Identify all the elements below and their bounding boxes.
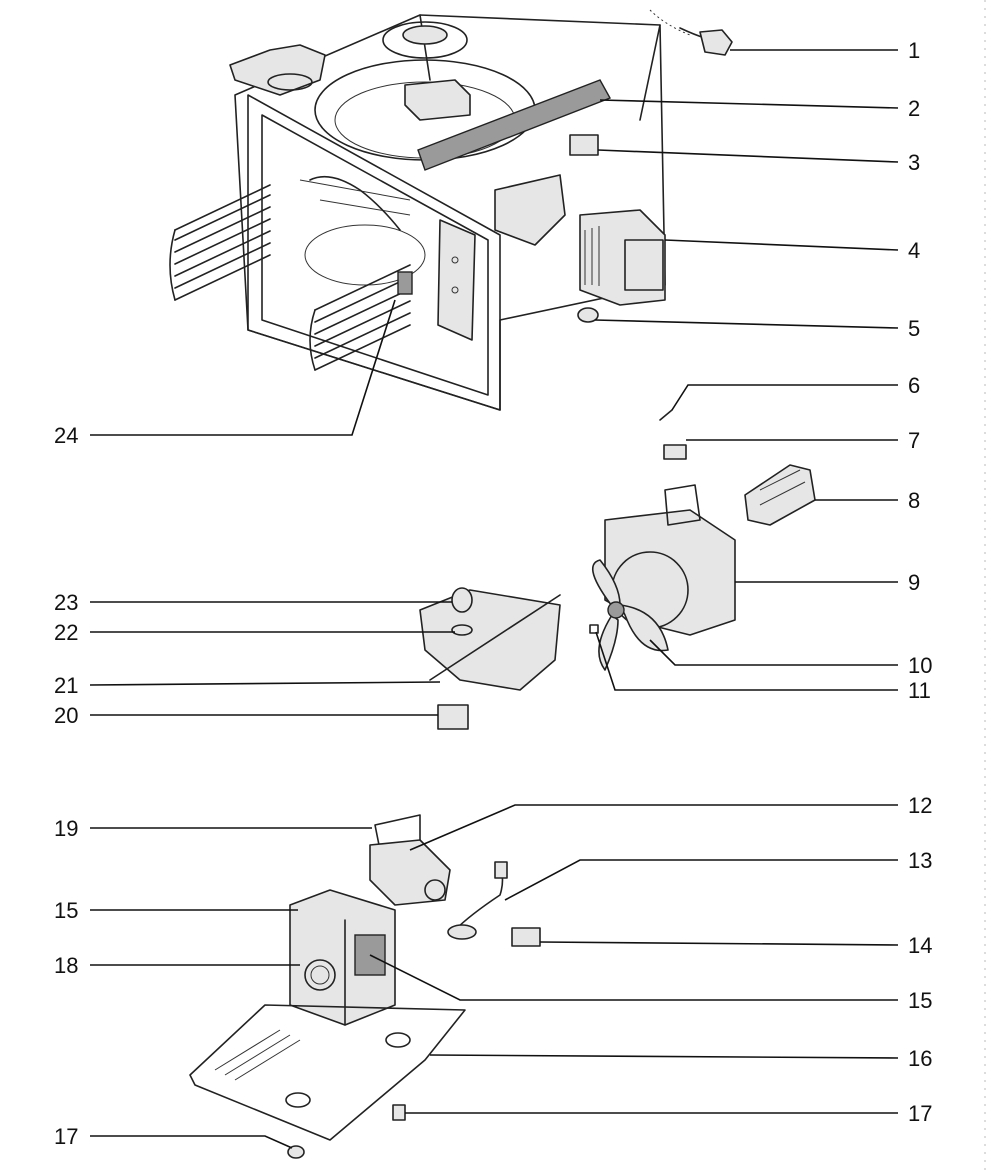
- callout-1: 1: [908, 38, 920, 63]
- callout-2: 2: [908, 96, 920, 121]
- callout-14: 14: [908, 933, 932, 958]
- callout-16: 16: [908, 1046, 932, 1071]
- leader-6: [671, 384, 898, 411]
- leader-13: [504, 859, 898, 901]
- callout-7: 7: [908, 428, 920, 453]
- capacitor-drawing: [369, 814, 541, 947]
- leader-lines: [89, 49, 899, 1149]
- oven-cavity-assembly: [229, 14, 666, 411]
- callout-15a: 15: [54, 898, 78, 923]
- callout-17l: 17: [54, 1124, 78, 1149]
- leader-5: [594, 319, 899, 329]
- callout-24: 24: [54, 423, 78, 448]
- callout-17r: 17: [908, 1101, 932, 1126]
- leader-4: [664, 239, 899, 251]
- leader-21: [89, 681, 441, 686]
- callout-19: 19: [54, 816, 78, 841]
- fan-duct-drawing: [589, 484, 736, 671]
- leader-12: [409, 804, 898, 851]
- callout-22: 22: [54, 620, 78, 645]
- heater-element-drawing: [169, 175, 413, 371]
- callout-6: 6: [908, 373, 920, 398]
- leader-10: [649, 639, 898, 666]
- leader-17l: [90, 1135, 293, 1149]
- leader-14: [539, 941, 899, 946]
- callout-12: 12: [908, 793, 932, 818]
- callout-4: 4: [908, 238, 920, 263]
- fuse-parts: [659, 409, 816, 526]
- callout-11: 11: [908, 678, 931, 703]
- callout-20: 20: [54, 703, 78, 728]
- leader-11: [595, 631, 898, 691]
- callout-labels: 1 2 3 4 5 6 7 8 9 10 11 12 13 14 15 15 1…: [54, 38, 932, 1149]
- leader-24: [90, 299, 396, 436]
- callout-15b: 15: [908, 988, 932, 1013]
- leader-15b: [369, 954, 898, 1001]
- power-plug-drawing: [649, 9, 733, 56]
- callout-8: 8: [908, 488, 920, 513]
- callout-9: 9: [908, 570, 920, 595]
- callout-18: 18: [54, 953, 78, 978]
- leader-3: [597, 149, 899, 163]
- callout-13: 13: [908, 848, 932, 873]
- transformer-drawing: [189, 889, 466, 1159]
- air-guide-drawing: [419, 587, 561, 730]
- callout-10: 10: [908, 653, 932, 678]
- callout-23: 23: [54, 590, 78, 615]
- callout-21: 21: [54, 673, 78, 698]
- leader-2: [599, 99, 899, 109]
- leader-16: [429, 1054, 899, 1059]
- callout-3: 3: [908, 150, 920, 175]
- callout-5: 5: [908, 316, 920, 341]
